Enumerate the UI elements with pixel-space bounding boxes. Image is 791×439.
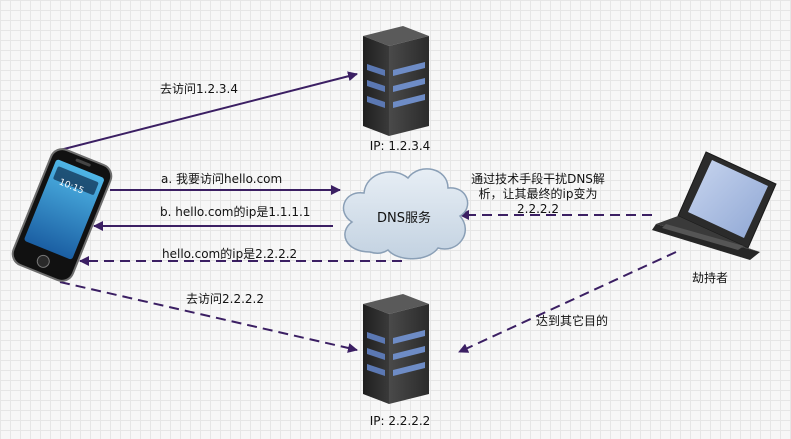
edge-label-attacker-to-dns-3: 2.2.2.2: [517, 202, 559, 216]
server-bottom-icon: [363, 294, 429, 404]
edge-label-phone-to-server-top: 去访问1.2.3.4: [160, 82, 238, 96]
attacker-label: 劫持者: [691, 271, 729, 285]
edge-label-attacker-to-dns-2: 析，让其最终的ip变为: [478, 187, 598, 201]
edge-label-attacker-to-dns-1: 通过技术手段干扰DNS解: [471, 172, 605, 186]
server-top-icon: [363, 26, 429, 136]
phone-icon: [11, 148, 113, 282]
edge-phone-to-server-top: [59, 71, 358, 151]
edge-label-phone-to-server-bottom: 去访问2.2.2.2: [186, 292, 264, 306]
edge-label-reply-true: b. hello.com的ip是1.1.1.1: [160, 205, 311, 219]
dns-cloud-icon: [342, 168, 469, 260]
laptop-icon: [652, 151, 777, 260]
edge-label-reply-fake: hello.com的ip是2.2.2.2: [162, 247, 298, 261]
dns-label: DNS服务: [377, 211, 431, 226]
server-bottom-label: IP: 2.2.2.2: [369, 414, 431, 428]
server-top-label: IP: 1.2.3.4: [369, 139, 431, 153]
edge-phone-to-server-bottom: [59, 281, 358, 353]
edge-label-attacker-to-server-bottom: 达到其它目的: [536, 314, 609, 328]
edge-attacker-to-server-bottom: [458, 251, 677, 353]
edge-label-query: a. 我要访问hello.com: [161, 172, 283, 186]
